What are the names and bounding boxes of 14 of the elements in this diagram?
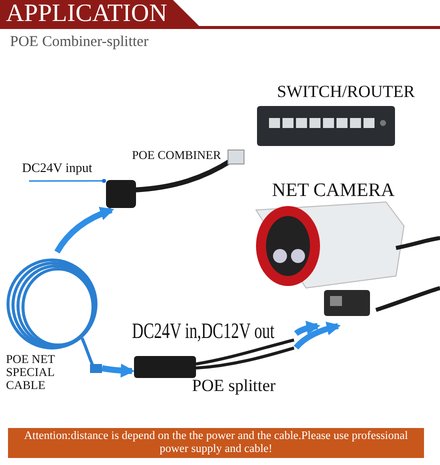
node-label: DC24V input [22, 160, 92, 176]
curved-arrow [294, 320, 320, 336]
title-banner: APPLICATION [0, 0, 202, 28]
caption-text: DC24V in,DC12V out [132, 318, 274, 344]
curved-arrow [54, 207, 114, 254]
notice-banner: Attention:distance is depend on the the power and the cable.Please use professional power supply and cable! [8, 428, 424, 458]
node-label: POE NET SPECIAL CABLE [6, 353, 56, 392]
node-label: POE COMBINER [132, 148, 222, 163]
node-label: SWITCH/ROUTER [277, 82, 415, 102]
curved-arrow [101, 364, 135, 378]
subtitle-text: POE Combiner-splitter [10, 34, 148, 51]
node-label: NET CAMERA [272, 180, 395, 202]
node-label: POE splitter [192, 376, 276, 396]
curved-arrow [294, 322, 341, 350]
